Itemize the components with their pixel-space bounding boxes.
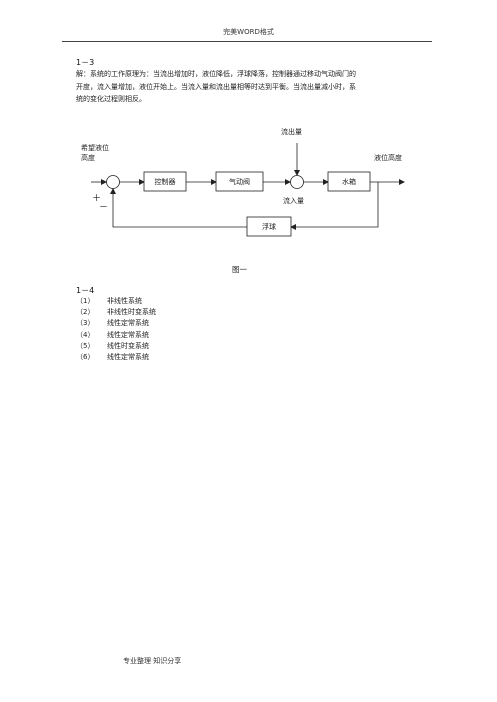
plus-sign: ＋ — [92, 193, 101, 204]
input-label-line2: 高度 — [81, 153, 95, 162]
input-label-line1: 希望液位 — [81, 143, 109, 152]
output-label: 液位高度 — [374, 153, 402, 162]
inflow-label: 流入量 — [283, 196, 304, 205]
list-item-text: 线性定常系统 — [107, 319, 149, 328]
list-item-text: 线性定常系统 — [107, 330, 149, 339]
float-block — [246, 216, 292, 237]
list-item-text: 非线性系统 — [107, 297, 142, 305]
list-item: （1） 非线性系统 — [76, 296, 156, 307]
outflow-label: 流出量 — [281, 127, 302, 136]
section-1-4-list: （1）非线性系统 （2）非线性时变系统 （3）线性定常系统 （4）线性定常系统 … — [76, 296, 156, 363]
list-item-number: （3） — [76, 319, 95, 328]
page-footer: 专业整理 知识分享 — [123, 657, 182, 665]
tank-label: 水箱 — [342, 177, 356, 186]
header-rule — [62, 41, 432, 42]
minus-sign: － — [99, 203, 108, 213]
valve-label: 气动阀 — [229, 177, 250, 186]
list-item: （6） 线性定常系统 — [76, 352, 156, 363]
paragraph-line: 统的变化过程则相反。 — [76, 95, 146, 104]
summing-junction-2 — [290, 175, 304, 189]
list-item: （3） 线性定常系统 — [76, 318, 156, 329]
paragraph-line: 解：系统的工作原理为：当流出增加时，液位降低，浮球降落，控制器通过移动气动阀门的 — [76, 70, 356, 78]
valve-block — [215, 171, 264, 192]
summing-junction-1 — [106, 175, 120, 189]
feedback-to-float — [290, 182, 379, 230]
controller-block — [143, 171, 187, 192]
list-item: （4） 线性定常系统 — [76, 330, 156, 341]
list-item: （5） 线性时变系统 — [76, 341, 156, 352]
figure-caption: 图一 — [232, 265, 247, 274]
controller-label: 控制器 — [155, 177, 176, 186]
section-number-1-4: 1－4 — [76, 286, 95, 295]
list-item-number: （6） — [76, 353, 95, 362]
section-number-1-3: 1－3 — [76, 58, 95, 67]
page-header: 完美WORD格式 — [223, 28, 274, 36]
list-item-text: 非线性时变系统 — [107, 308, 156, 317]
list-item-number: （5） — [76, 341, 95, 350]
list-item-text: 线性定常系统 — [107, 353, 149, 362]
list-item-number: （4） — [76, 330, 95, 339]
paragraph-line: 开度，流入量增加，液位开始上。当流入量和流出量相等时达到平衡。当流出量减小时，系 — [76, 82, 356, 91]
section-1-3-paragraph: 解：系统的工作原理为：当流出增加时，液位降低，浮球降落，控制器通过移动气动阀门的… — [76, 68, 356, 106]
list-item: （2） 非线性时变系统 — [76, 307, 156, 318]
list-item-number: （1） — [76, 297, 95, 305]
tank-block — [327, 171, 371, 192]
list-item-text: 线性时变系统 — [107, 341, 149, 350]
list-item-number: （2） — [76, 308, 95, 317]
feedback-to-junction-1 — [110, 188, 247, 228]
float-label: 浮球 — [262, 222, 276, 231]
